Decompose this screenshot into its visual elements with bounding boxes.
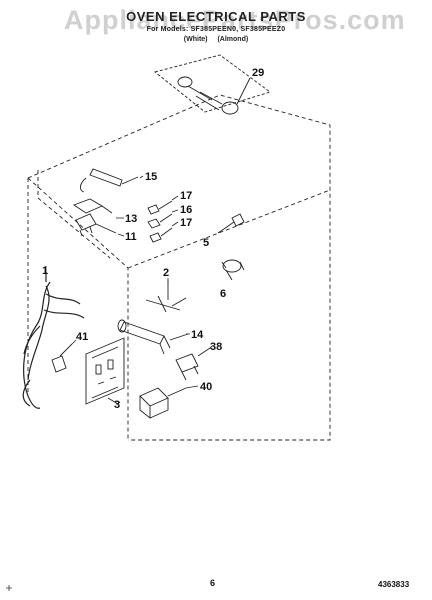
callout-17-lower: 17	[180, 217, 192, 229]
callout-3: 3	[114, 399, 120, 411]
part-41-drawing	[51, 343, 73, 373]
oven-cabinet-outline	[27, 94, 331, 441]
part-38-drawing	[175, 347, 211, 381]
watermark: AppliancePartsPros.com	[64, 5, 406, 35]
callout-38: 38	[210, 341, 222, 353]
callout-14: 14	[191, 329, 204, 341]
part-6-drawing	[221, 259, 245, 281]
color-white: (White)	[183, 36, 208, 43]
callout-13: 13	[125, 213, 137, 225]
part-2-drawing	[145, 280, 187, 313]
callout-17-upper: 17	[180, 190, 192, 202]
part-5-drawing	[217, 213, 245, 234]
page-title: OVEN ELECTRICAL PARTS	[126, 9, 306, 24]
registration-mark	[6, 585, 12, 591]
part-14-drawing	[117, 319, 189, 355]
part-17-16-drawings	[147, 200, 173, 243]
callout-6: 6	[220, 288, 226, 300]
model-numbers: For Models: SF385PEEN0, SF385PEEZ0	[146, 26, 286, 33]
part-11-drawing	[75, 213, 117, 237]
part-13-drawing	[73, 198, 113, 214]
document-number: 4363833	[378, 580, 410, 589]
callout-1: 1	[42, 265, 48, 277]
callout-2: 2	[163, 267, 169, 279]
callout-15: 15	[145, 171, 157, 183]
part-1-drawing	[22, 272, 85, 409]
color-almond: (Almond)	[217, 36, 249, 43]
callout-40: 40	[200, 381, 212, 393]
callout-5: 5	[203, 237, 209, 249]
leader-lines	[45, 175, 213, 405]
part-29-drawing	[154, 54, 271, 115]
part-15-drawing	[79, 168, 139, 193]
callout-16: 16	[180, 204, 192, 216]
callout-29: 29	[252, 67, 264, 79]
part-40-drawing	[139, 387, 187, 419]
color-variants: (White) (Almond)	[0, 36, 432, 43]
callout-11: 11	[125, 231, 137, 243]
part-3-drawing	[85, 337, 125, 405]
page-number: 6	[210, 578, 216, 588]
callout-41: 41	[76, 331, 88, 343]
